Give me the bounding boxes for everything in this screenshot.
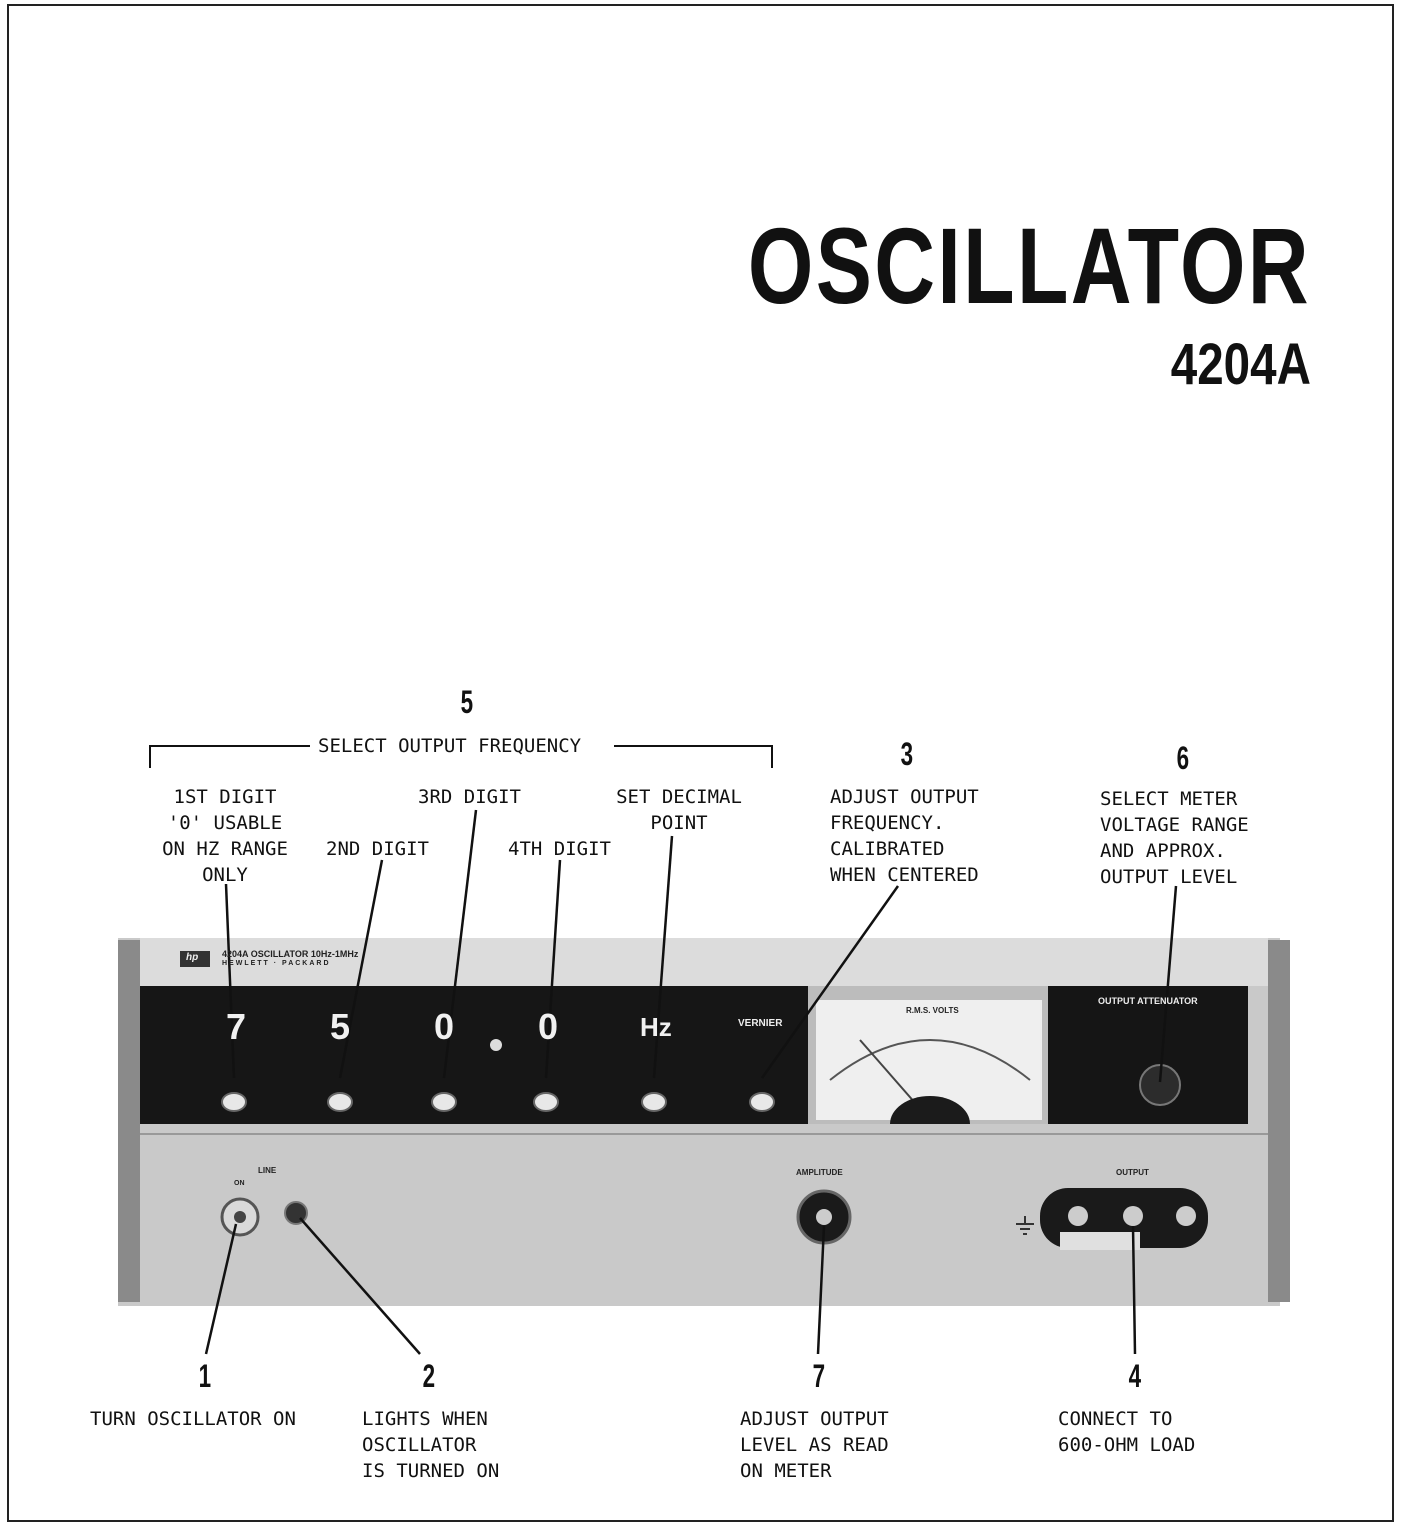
amplitude-callout-label: ADJUST OUTPUT LEVEL AS READ ON METER: [740, 1408, 889, 1482]
attenuator-label: OUTPUT ATTENUATOR: [1098, 996, 1198, 1006]
digit-window-2: 5: [330, 1006, 351, 1047]
vernier-callout-label: ADJUST OUTPUT FREQUENCY. CALIBRATED WHEN…: [830, 786, 979, 886]
lamp-callout-label: LIGHTS WHEN OSCILLATOR IS TURNED ON: [362, 1408, 500, 1482]
page-title: OSCILLATOR: [747, 205, 1311, 326]
model-number: 4204A: [1170, 332, 1311, 397]
bracket-label: SELECT OUTPUT FREQUENCY: [318, 735, 582, 757]
unit-window: Hz: [640, 1012, 672, 1042]
digit2-label: 2ND DIGIT: [326, 838, 429, 860]
digit-window-1: 7: [226, 1006, 247, 1047]
callout-number-6: 6: [1176, 740, 1190, 776]
output-callout-label: CONNECT TO 600-OHM LOAD: [1058, 1408, 1196, 1456]
callout-number-4: 4: [1128, 1358, 1142, 1394]
callout-number-2: 2: [422, 1358, 436, 1394]
power-callout-label: TURN OSCILLATOR ON: [90, 1408, 296, 1430]
on-label: ON: [234, 1180, 245, 1187]
digit-window-3: 0: [434, 1006, 455, 1047]
callout-number-1: 1: [198, 1358, 212, 1394]
hp-logo-text: hp: [186, 952, 199, 963]
callout-number-5: 5: [460, 684, 474, 720]
vernier-label: VERNIER: [738, 1018, 783, 1029]
digit1-label: 1ST DIGIT '0' USABLE ON HZ RANGE ONLY: [162, 786, 288, 886]
nameplate: 4204A OSCILLATOR 10Hz-1MHz: [222, 949, 359, 959]
digit3-label: 3RD DIGIT: [418, 786, 521, 808]
digit-window-4: 0: [538, 1006, 559, 1047]
range-callout-label: SELECT METER VOLTAGE RANGE AND APPROX. O…: [1100, 788, 1249, 888]
line-label: LINE: [258, 1166, 277, 1175]
callout-number-7: 7: [812, 1358, 826, 1394]
page-border: [7, 4, 1394, 1522]
callout-number-3: 3: [900, 736, 914, 772]
digit4-label: 4TH DIGIT: [508, 838, 611, 860]
hp-logo-icon: [180, 951, 210, 967]
output-label: OUTPUT: [1116, 1168, 1149, 1177]
amplitude-label: AMPLITUDE: [796, 1168, 843, 1177]
decimal-label: SET DECIMAL POINT: [616, 786, 742, 834]
meter-label: R.M.S. VOLTS: [906, 1006, 959, 1015]
brand-label: HEWLETT · PACKARD: [222, 960, 331, 967]
